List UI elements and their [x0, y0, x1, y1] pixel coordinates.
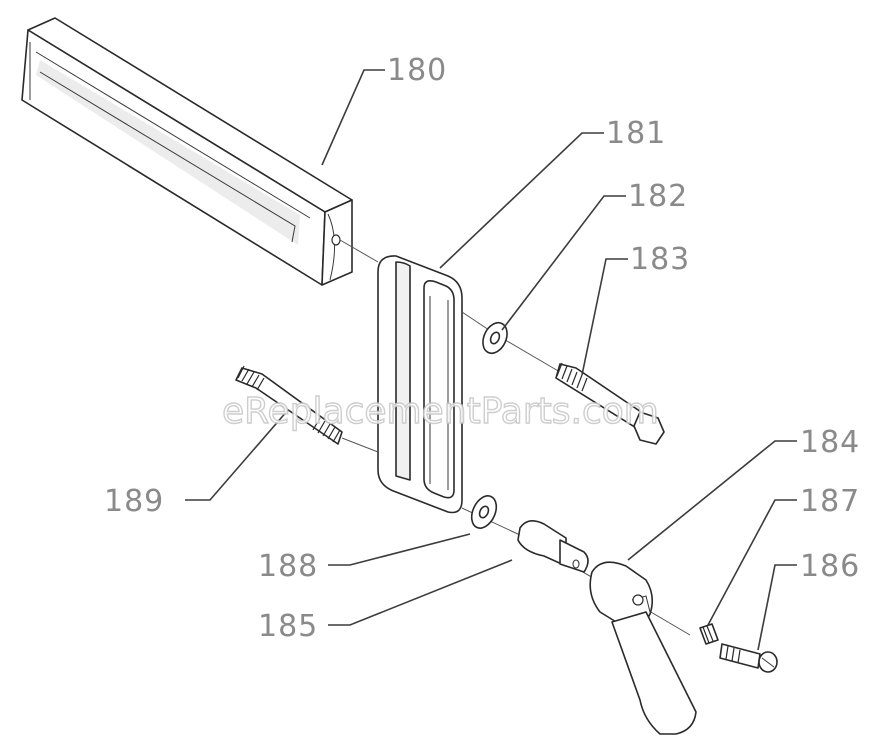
label-189: 189	[104, 484, 164, 519]
label-187: 187	[800, 484, 860, 519]
label-182: 182	[628, 179, 688, 214]
watermark: eReplacementParts.com	[222, 391, 659, 432]
label-188: 188	[258, 549, 318, 584]
part-187-nut	[699, 623, 719, 645]
label-184: 184	[800, 425, 860, 460]
leader-185	[328, 559, 513, 626]
part-186-screw	[719, 643, 778, 673]
leader-188	[328, 533, 471, 566]
leader-180	[321, 69, 385, 166]
part-184-lock-handle	[589, 561, 697, 735]
part-182-upper-washer	[482, 321, 508, 355]
leader-189	[185, 409, 289, 501]
part-189-threaded-stud	[235, 365, 343, 445]
part-181-fence-bracket	[377, 255, 463, 514]
leader-182	[501, 195, 626, 331]
label-185: 185	[258, 609, 318, 644]
leader-184	[627, 440, 797, 561]
leader-181	[439, 132, 604, 269]
part-188-lower-washer	[470, 495, 498, 529]
part-180-fence-rail	[21, 17, 353, 286]
label-183: 183	[630, 242, 690, 277]
label-186: 186	[800, 549, 860, 584]
label-180: 180	[387, 53, 447, 88]
leader-187	[707, 499, 797, 626]
leader-186	[757, 564, 797, 651]
part-183-hex-bolt	[555, 362, 665, 445]
part-185-bushing	[517, 520, 589, 573]
label-181: 181	[606, 116, 666, 151]
leader-183	[581, 258, 628, 376]
